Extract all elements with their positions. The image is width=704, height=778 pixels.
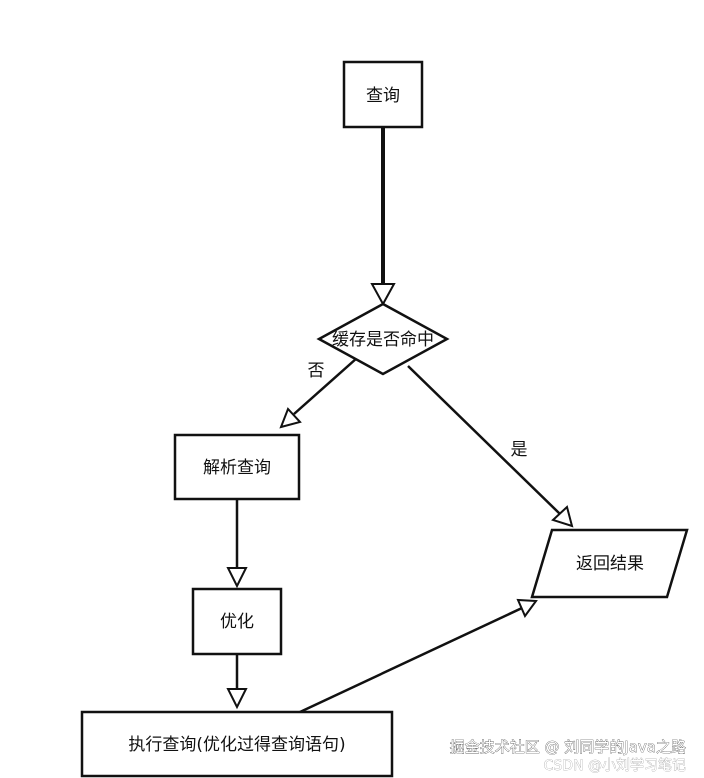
node-optimize-label: 优化 — [220, 612, 254, 632]
watermark-juejin: 掘金技术社区 @ 刘同学的Java之路 — [450, 738, 686, 756]
node-query[interactable]: 查询 — [342, 60, 424, 129]
node-cache-check-label: 缓存是否命中 — [332, 330, 434, 350]
node-execute-label: 执行查询(优化过得查询语句) — [128, 735, 345, 755]
node-result[interactable]: 返回结果 — [530, 528, 689, 599]
edge-optimize-to-execute — [226, 654, 248, 710]
node-execute[interactable]: 执行查询(优化过得查询语句) — [80, 710, 394, 778]
node-parse[interactable]: 解析查询 — [173, 433, 301, 501]
edge-query-to-cache — [370, 127, 396, 307]
watermark-csdn: CSDN @小刘学习笔记 — [544, 758, 686, 774]
edge-cache-to-result — [407, 365, 574, 528]
node-optimize[interactable]: 优化 — [191, 587, 283, 656]
node-parse-label: 解析查询 — [203, 458, 271, 478]
edge-label-no: 否 — [308, 361, 325, 381]
node-query-label: 查询 — [366, 86, 400, 106]
node-result-label: 返回结果 — [576, 554, 644, 574]
edge-label-yes: 是 — [511, 440, 528, 460]
node-cache-check[interactable]: 缓存是否命中 — [316, 302, 450, 376]
edge-execute-to-result — [299, 598, 538, 714]
edge-parse-to-optimize — [226, 499, 248, 589]
edge-cache-to-parse — [279, 357, 358, 429]
